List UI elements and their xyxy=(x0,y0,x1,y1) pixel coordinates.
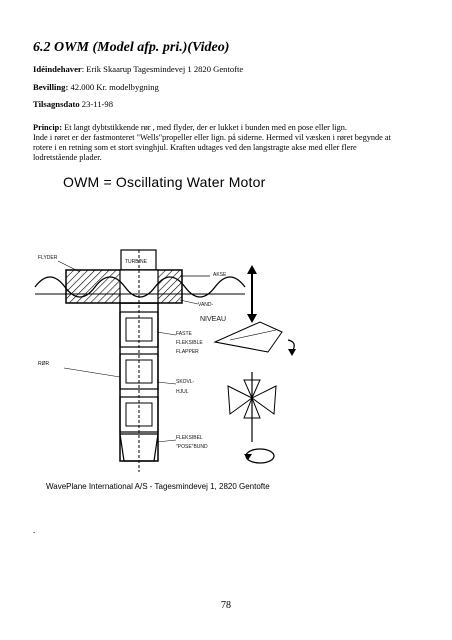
bag-bottom xyxy=(119,433,159,462)
figure-credit: WavePlane International A/S - Tagesminde… xyxy=(46,482,270,491)
propeller-inner-2 xyxy=(125,359,153,384)
stray-mark: . xyxy=(33,525,36,535)
propeller-box-1 xyxy=(119,311,159,348)
label-flexible-2: FLEKSIBEL xyxy=(176,435,203,441)
label-water: VAND- xyxy=(198,302,214,308)
principle-paragraph: Princip: Et langt dybtstikkende rør , me… xyxy=(33,123,428,163)
leader-water xyxy=(179,299,199,305)
grant-line: Bevilling: 42.000 Kr. modelbygning xyxy=(33,82,159,92)
figure-title: OWM = Oscillating Water Motor xyxy=(63,174,266,190)
approval-line: Tilsagnsdato 23-11-98 xyxy=(33,99,113,109)
grant-label: Bevilling: xyxy=(33,82,69,92)
approval-value: 23-11-98 xyxy=(79,99,113,109)
flap-line xyxy=(229,329,277,341)
label-bag-bottom: "POSE"BUND xyxy=(176,444,208,450)
idea-owner-label: Idéindehaver xyxy=(33,64,82,74)
principle-label: Princip: xyxy=(33,123,63,132)
idea-owner-value: : Erik Skaarup Tagesmindevej 1 2820 Gent… xyxy=(81,64,244,74)
flap-rotation-arrowhead xyxy=(288,349,296,356)
principle-line-2: Inde i røret er der fastmonteret "Wells"… xyxy=(33,133,391,142)
label-turbine: TURBINE xyxy=(125,259,148,265)
principle-line-3: rotere i en retning som et stort svinghj… xyxy=(33,143,357,152)
principle-line-1: Et langt dybtstikkende rør , med flyder,… xyxy=(62,123,347,132)
water-wave xyxy=(34,276,246,298)
flap-sketch xyxy=(213,321,283,353)
label-pipe: RØR xyxy=(38,361,50,367)
oscillation-arrow-up xyxy=(247,265,257,274)
section-heading: 6.2 OWM (Model afp. pri.)(Video) xyxy=(33,40,230,55)
label-float: FLYDER xyxy=(38,255,58,261)
owm-diagram: TURBINE FLYDER AKSE VAND- N xyxy=(34,249,296,472)
rotation-arrowhead xyxy=(244,454,252,460)
label-flywheel-2: HJUL xyxy=(176,389,189,395)
paddle-blade-right xyxy=(251,385,277,415)
propeller-inner-1 xyxy=(125,317,153,342)
page-number: 78 xyxy=(221,600,231,611)
paddle-blade-top xyxy=(243,379,261,400)
propeller-inner-3 xyxy=(125,402,153,427)
propeller-box-2 xyxy=(119,353,159,390)
label-flywheel-1: SKOVL- xyxy=(176,379,195,385)
leader-bag xyxy=(156,439,177,443)
approval-label: Tilsagnsdato xyxy=(33,99,80,109)
idea-owner-line: Idéindehaver: Erik Skaarup Tagesmindevej… xyxy=(33,64,243,74)
paddle-blade-bottom xyxy=(243,396,261,419)
oscillation-arrow-down xyxy=(247,314,257,323)
grant-value: 42.000 Kr. modelbygning xyxy=(68,82,159,92)
leader-float xyxy=(57,260,81,273)
label-level: NIVEAU xyxy=(200,316,226,323)
flap-hinge xyxy=(214,341,269,353)
label-fixed: FASTE xyxy=(176,331,193,337)
propeller-box-3 xyxy=(119,396,159,433)
principle-line-4: lodretstående plader. xyxy=(33,153,102,162)
label-axis: AKSE xyxy=(213,272,227,278)
leader-pipe xyxy=(63,367,121,378)
paddle-blade-left xyxy=(227,385,253,415)
leader-flywheel xyxy=(156,381,177,385)
label-flaps: FLAPPER xyxy=(176,349,199,355)
label-flexible: FLEKSIBLE xyxy=(176,340,203,346)
leader-flaps xyxy=(156,331,177,336)
